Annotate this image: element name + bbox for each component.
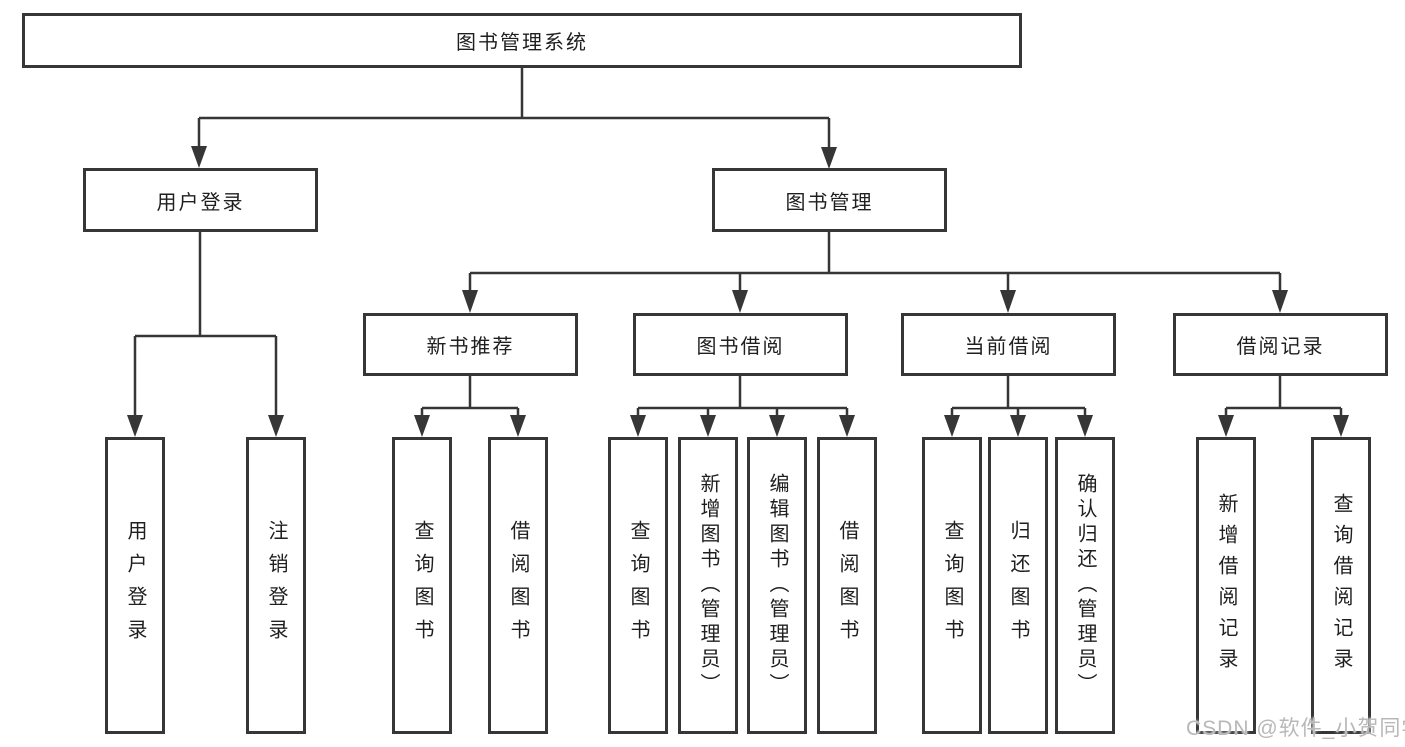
leaf-add-borrow-record: 新增借阅记录	[1196, 437, 1256, 734]
leaf-edit-book-admin: 编辑图书（管理员）	[747, 437, 807, 734]
node-borrow-records: 借阅记录	[1173, 313, 1388, 376]
leaf-return-book-label: 归还图书	[1007, 519, 1029, 652]
leaf-borrow-books-recommend-label: 借阅图书	[507, 519, 529, 652]
node-user-login-label: 用户登录	[156, 191, 245, 214]
node-new-book-recommend-label: 新书推荐	[426, 336, 515, 358]
leaf-query-books-borrow: 查询图书	[608, 437, 668, 734]
leaf-query-borrow-record-label: 查询借阅记录	[1330, 492, 1352, 679]
leaf-user-login: 用户登录	[105, 437, 165, 734]
leaf-borrow-books-recommend: 借阅图书	[488, 437, 548, 734]
node-book-management-label: 图书管理	[785, 191, 874, 214]
node-book-borrow-label: 图书借阅	[696, 336, 785, 358]
watermark: CSDN @软件_小贺同学	[1186, 717, 1405, 740]
leaf-query-books-recommend-label: 查询图书	[411, 519, 433, 652]
leaf-logout: 注销登录	[246, 437, 306, 734]
leaf-query-books-current: 查询图书	[922, 437, 982, 734]
leaf-confirm-return-admin-label: 确认归还（管理员）	[1074, 473, 1096, 698]
node-root-label: 图书管理系统	[456, 32, 588, 54]
leaf-query-books-current-label: 查询图书	[941, 519, 963, 652]
leaf-query-books-borrow-label: 查询图书	[627, 519, 649, 652]
leaf-confirm-return-admin: 确认归还（管理员）	[1055, 437, 1115, 734]
leaf-edit-book-admin-label: 编辑图书（管理员）	[766, 473, 788, 698]
leaf-logout-label: 注销登录	[265, 519, 287, 652]
leaf-query-books-recommend: 查询图书	[392, 437, 452, 734]
leaf-add-borrow-record-label: 新增借阅记录	[1215, 492, 1237, 679]
leaf-borrow-books: 借阅图书	[817, 437, 877, 734]
node-borrow-records-label: 借阅记录	[1236, 336, 1325, 358]
node-current-borrow-label: 当前借阅	[964, 336, 1053, 358]
leaf-user-login-label: 用户登录	[124, 519, 146, 652]
node-book-borrow: 图书借阅	[633, 313, 848, 376]
leaf-add-book-admin: 新增图书（管理员）	[678, 437, 738, 734]
node-user-login: 用户登录	[83, 168, 318, 232]
leaf-add-book-admin-label: 新增图书（管理员）	[697, 473, 719, 698]
node-current-borrow: 当前借阅	[901, 313, 1116, 376]
node-book-management: 图书管理	[712, 168, 947, 232]
leaf-borrow-books-label: 借阅图书	[836, 519, 858, 652]
node-root: 图书管理系统	[22, 13, 1022, 68]
leaf-return-book: 归还图书	[988, 437, 1048, 734]
leaf-query-borrow-record: 查询借阅记录	[1311, 437, 1371, 734]
node-new-book-recommend: 新书推荐	[363, 313, 578, 376]
